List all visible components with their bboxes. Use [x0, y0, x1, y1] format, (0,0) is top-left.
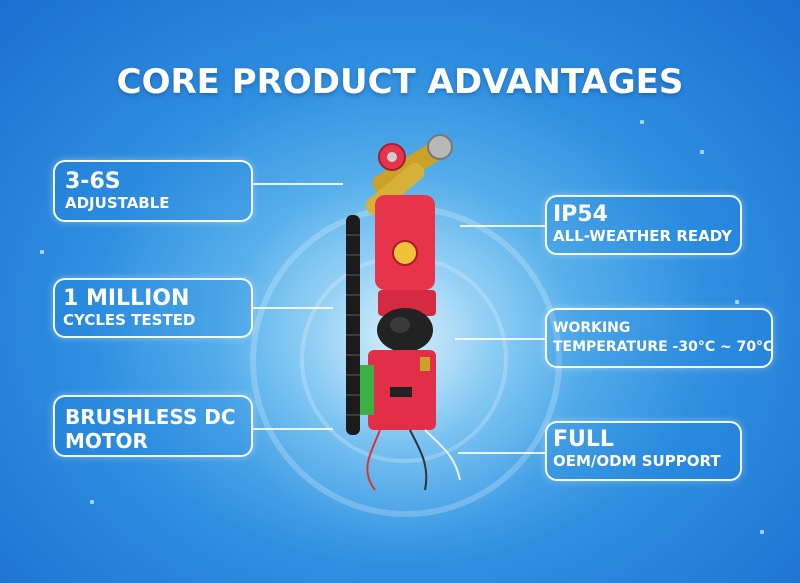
connector-line — [460, 225, 545, 227]
decor-dot — [40, 250, 44, 254]
connector-line — [253, 307, 333, 309]
feature-headline: FULL — [553, 427, 614, 452]
connector-line — [458, 452, 545, 454]
feature-subline: OEM/ODM SUPPORT — [553, 452, 721, 470]
feature-subline: ADJUSTABLE — [65, 194, 170, 212]
decor-dot — [700, 150, 704, 154]
decor-dot — [760, 530, 764, 534]
decor-dot — [640, 120, 644, 124]
feature-subline: CYCLES TESTED — [63, 311, 196, 329]
feature-card-brushless-motor: BRUSHLESS DC MOTOR — [53, 395, 253, 457]
feature-headline: BRUSHLESS DC — [65, 405, 236, 429]
feature-headline: 1 MILLION — [63, 286, 190, 311]
connector-line — [455, 338, 545, 340]
feature-subline: MOTOR — [65, 429, 148, 453]
feature-headline: 3-6S — [65, 169, 121, 194]
feature-subline: TEMPERATURE -30°C ~ 70°C — [553, 339, 774, 355]
feature-card-cycles-tested: 1 MILLION CYCLES TESTED — [53, 278, 253, 338]
feature-card-adjustable-speed: 3-6S ADJUSTABLE — [53, 160, 253, 222]
feature-headline: WORKING — [553, 320, 631, 336]
feature-card-working-temperature: WORKING TEMPERATURE -30°C ~ 70°C — [545, 308, 773, 368]
actuator-product-image — [346, 134, 461, 491]
feature-card-oem-odm: FULL OEM/ODM SUPPORT — [545, 421, 742, 481]
feature-headline: IP54 — [553, 202, 608, 227]
decor-dot — [735, 300, 739, 304]
feature-subline: ALL-WEATHER READY — [553, 227, 732, 245]
decor-dot — [90, 500, 94, 504]
page-title: CORE PRODUCT ADVANTAGES — [116, 62, 684, 102]
connector-line — [253, 428, 333, 430]
feature-card-ip54: IP54 ALL-WEATHER READY — [545, 195, 742, 255]
connector-line — [253, 183, 343, 185]
